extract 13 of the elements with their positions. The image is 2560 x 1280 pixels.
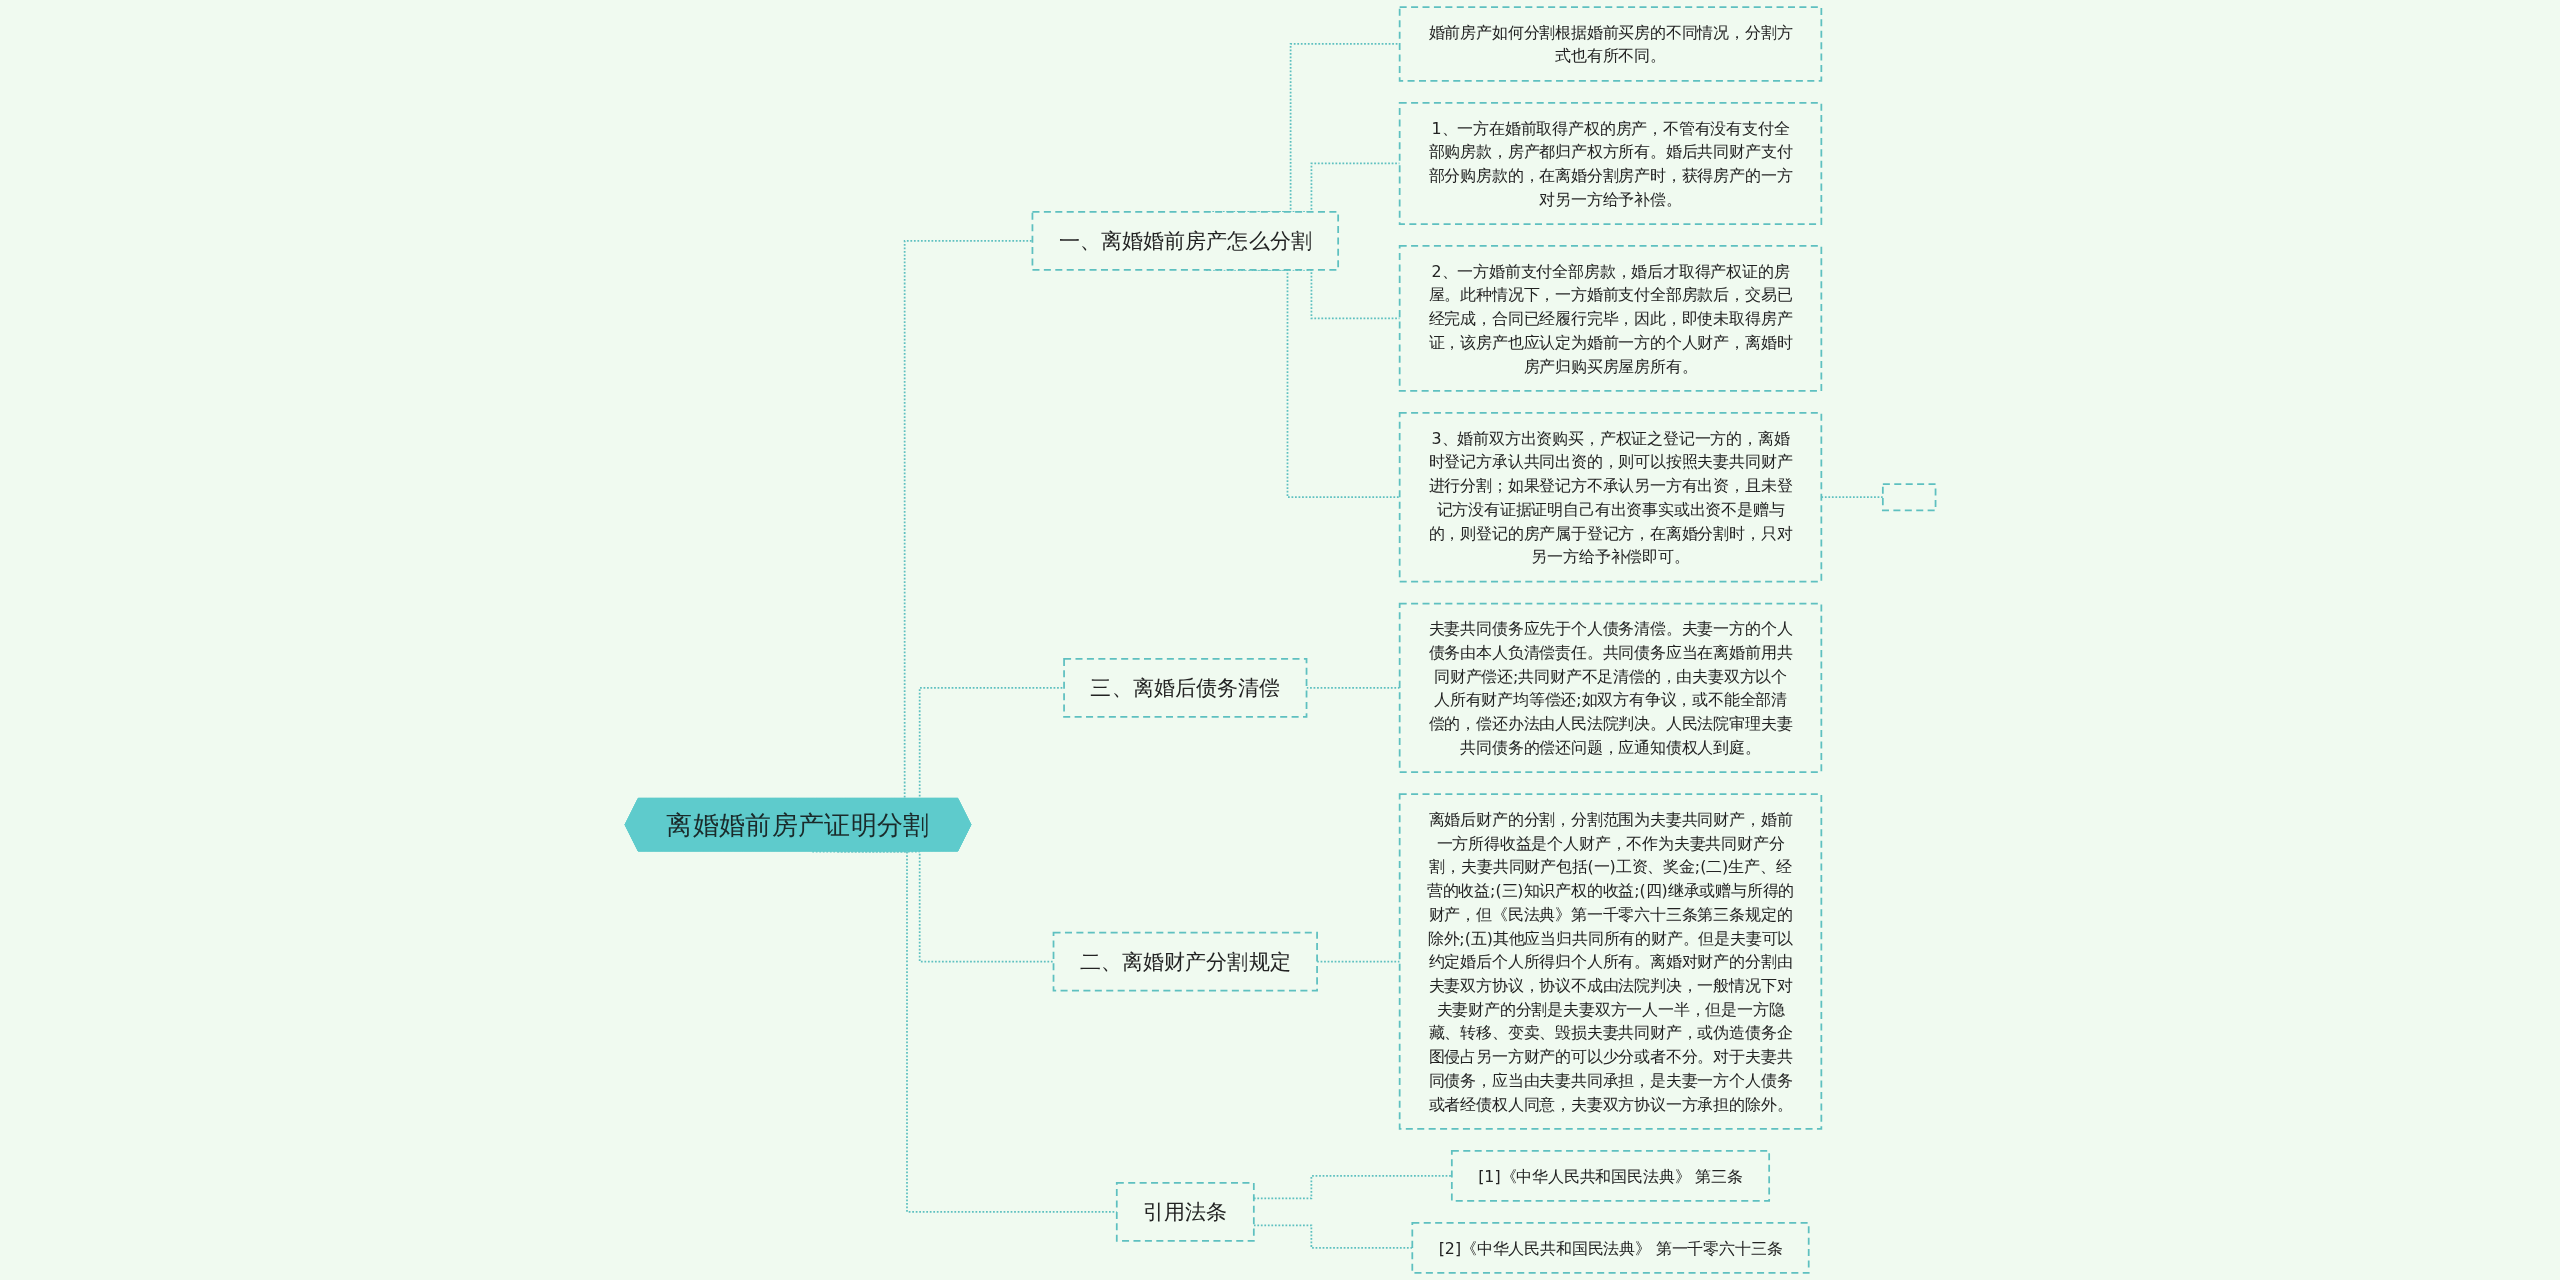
node-box: 三、离婚后债务清偿 — [1062, 658, 1308, 718]
node-box: 二、离婚财产分割规定 — [1052, 931, 1318, 992]
node-box: [2]《中华人民共和国民法典》 第一千零六十三条 — [1411, 1222, 1810, 1274]
node-box — [1881, 483, 1937, 512]
node-box: 3、婚前双方出资购买，产权证之登记一方的，离婚时登记方承认共同出资的，则可以按照夫妻共同财产进行分割；如果登记方不承认另一方有出资，且未登记方没有证据证明自己有出资事实或出资不是赠与的，则登记的房产属于登记方，在离婚分割时，只对另一方给予补偿即可。 — [1398, 412, 1822, 583]
node-box: [1]《中华人民共和国民法典》 第三条 — [1450, 1149, 1770, 1202]
node-box: 离婚后财产的分割，分割范围为夫妻共同财产，婚前一方所得收益是个人财产，不作为夫妻共同财产分割，夫妻共同财产包括(一)工资、奖金;(二)生产、经营的收益;(三)知识产权的收益;(四)继承或赠与所得的财产，但《民法典》第一千零六十三条第三条规定的除外;(五)其他应当归共同所有的财产。但是夫妻可以约定婚后个人所得归个人所有。离婚对财产的分割由夫妻双方协议，协议不成由法院判决，一般情况下对夫妻财产的分割是夫妻双方一人一半，但是一方隐藏、转移、变卖、毁损夫妻共同财产，或伪造债务企图侵占另一方财产的可以少分或者不分。对于夫妻共同债务，应当由夫妻共同承担，是夫妻一方个人债务或者经债权人同意，夫妻双方协议一方承担的除外。 — [1398, 793, 1822, 1130]
node-box: 1、一方在婚前取得产权的房产，不管有没有支付全部购房款，房产都归产权方所有。婚后共同财产支付部分购房款的，在离婚分割房产时，获得房产的一方对另一方给予补偿。 — [1398, 101, 1822, 225]
node-box: 一、离婚婚前房产怎么分割 — [1031, 211, 1339, 271]
node-box: 2、一方婚前支付全部房款，婚后才取得产权证的房屋。此种情况下，一方婚前支付全部房款后，交易已经完成，合同已经履行完毕，因此，即使未取得房产证，该房产也应认定为婚前一方的个人财产，离婚时房产归购买房屋房所有。 — [1398, 245, 1822, 392]
node-box: 婚前房产如何分割根据婚前买房的不同情况，分割方式也有所不同。 — [1398, 6, 1822, 82]
node-box: 夫妻共同债务应先于个人债务清偿。夫妻一方的个人债务由本人负清偿责任。共同债务应当在离婚前用共同财产偿还;共同财产不足清偿的，由夫妻双方以个人所有财产均等偿还;如双方有争议，或不能全部清偿的，偿还办法由人民法院判决。人民法院审理夫妻共同债务的偿还问题，应通知债权人到庭。 — [1398, 602, 1822, 774]
node-box: 引用法条 — [1115, 1182, 1255, 1242]
